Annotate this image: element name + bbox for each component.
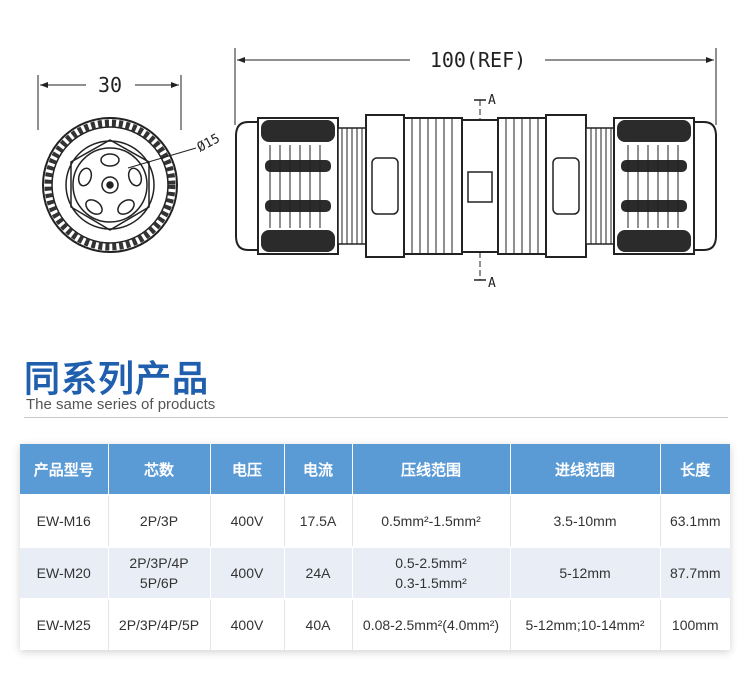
dimension-width-label: 30 xyxy=(98,73,122,97)
cell-model: EW-M20 xyxy=(20,546,109,599)
connector-technical-drawing: 30 Ø15 100(REF) A A xyxy=(37,48,717,291)
cell-inlet-range: 5-12mm xyxy=(510,546,661,599)
cell-length: 100mm xyxy=(660,598,730,650)
section-subtitle: The same series of products xyxy=(26,396,216,413)
cell-current: 17.5A xyxy=(284,494,353,547)
cell-current: 24A xyxy=(284,546,353,599)
header-voltage: 电压 xyxy=(210,444,285,495)
table-row: EW-M25 2P/3P/4P/5P 400V 40A 0.08-2.5mm²(… xyxy=(20,598,730,650)
cell-length: 87.7mm xyxy=(660,546,730,599)
cell-cores: 2P/3P/4P/5P xyxy=(108,598,211,650)
cell-voltage: 400V xyxy=(210,546,285,599)
cell-crimp-range: 0.08-2.5mm²(4.0mm²) xyxy=(352,598,511,650)
cell-inlet-range: 3.5-10mm xyxy=(510,494,661,547)
cell-voltage: 400V xyxy=(210,598,285,650)
section-title: 同系列产品 xyxy=(24,359,210,400)
cell-crimp-range: 0.5mm²-1.5mm² xyxy=(352,494,511,547)
cell-length: 63.1mm xyxy=(660,494,730,547)
section-mark-top: A xyxy=(488,93,496,108)
cell-inlet-range: 5-12mm;10-14mm² xyxy=(510,598,661,650)
header-current: 电流 xyxy=(284,444,353,495)
header-cores: 芯数 xyxy=(108,444,211,495)
cell-cores: 2P/3P xyxy=(108,494,211,547)
dimension-length-label: 100(REF) xyxy=(430,48,526,72)
side-view xyxy=(234,48,717,281)
table-row: EW-M20 2P/3P/4P 5P/6P 400V 24A 0.5-2.5mm… xyxy=(20,546,730,599)
cell-voltage: 400V xyxy=(210,494,285,547)
header-crimp-range: 压线范围 xyxy=(352,444,511,495)
table-row: EW-M16 2P/3P 400V 17.5A 0.5mm²-1.5mm² 3.… xyxy=(20,494,730,547)
header-inlet-range: 进线范围 xyxy=(510,444,661,495)
cell-current: 40A xyxy=(284,598,353,650)
cell-model: EW-M16 xyxy=(20,494,109,547)
header-model: 产品型号 xyxy=(20,444,109,495)
cell-model: EW-M25 xyxy=(20,598,109,650)
dimension-diameter-label: Ø15 xyxy=(195,131,223,155)
title-divider xyxy=(24,417,728,418)
header-length: 长度 xyxy=(660,444,730,495)
product-table: 产品型号 芯数 电压 电流 压线范围 进线范围 长度 EW-M16 2P/3P … xyxy=(20,444,730,650)
section-mark-bottom: A xyxy=(488,276,496,291)
table-header-row: 产品型号 芯数 电压 电流 压线范围 进线范围 长度 xyxy=(20,444,730,495)
cell-crimp-range: 0.5-2.5mm² 0.3-1.5mm² xyxy=(352,546,511,599)
cell-cores: 2P/3P/4P 5P/6P xyxy=(108,546,211,599)
end-view xyxy=(37,75,197,253)
